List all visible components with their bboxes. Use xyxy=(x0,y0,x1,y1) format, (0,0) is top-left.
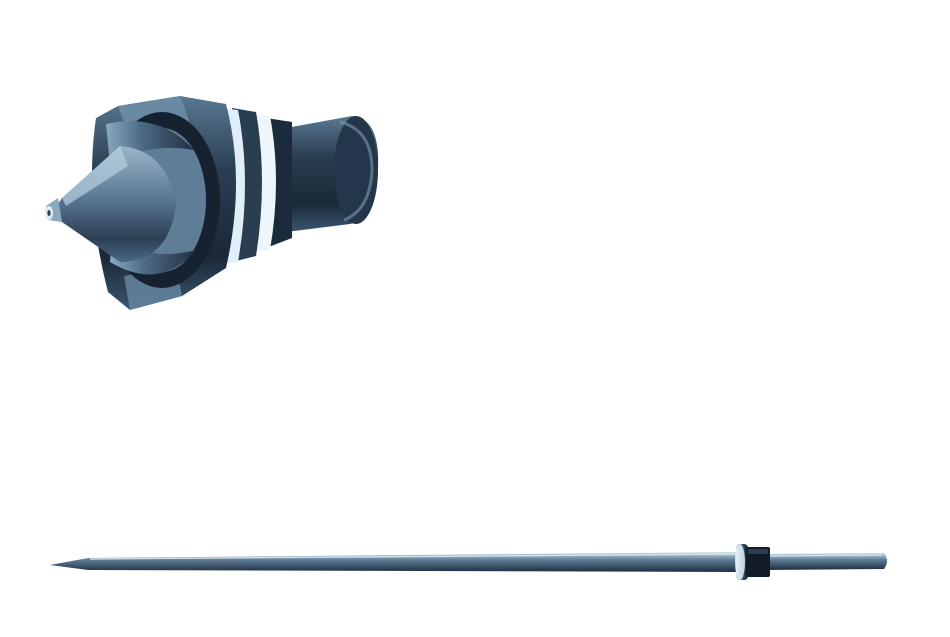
spray-nozzle-icon xyxy=(45,96,379,310)
spray-needle-icon xyxy=(50,544,887,580)
